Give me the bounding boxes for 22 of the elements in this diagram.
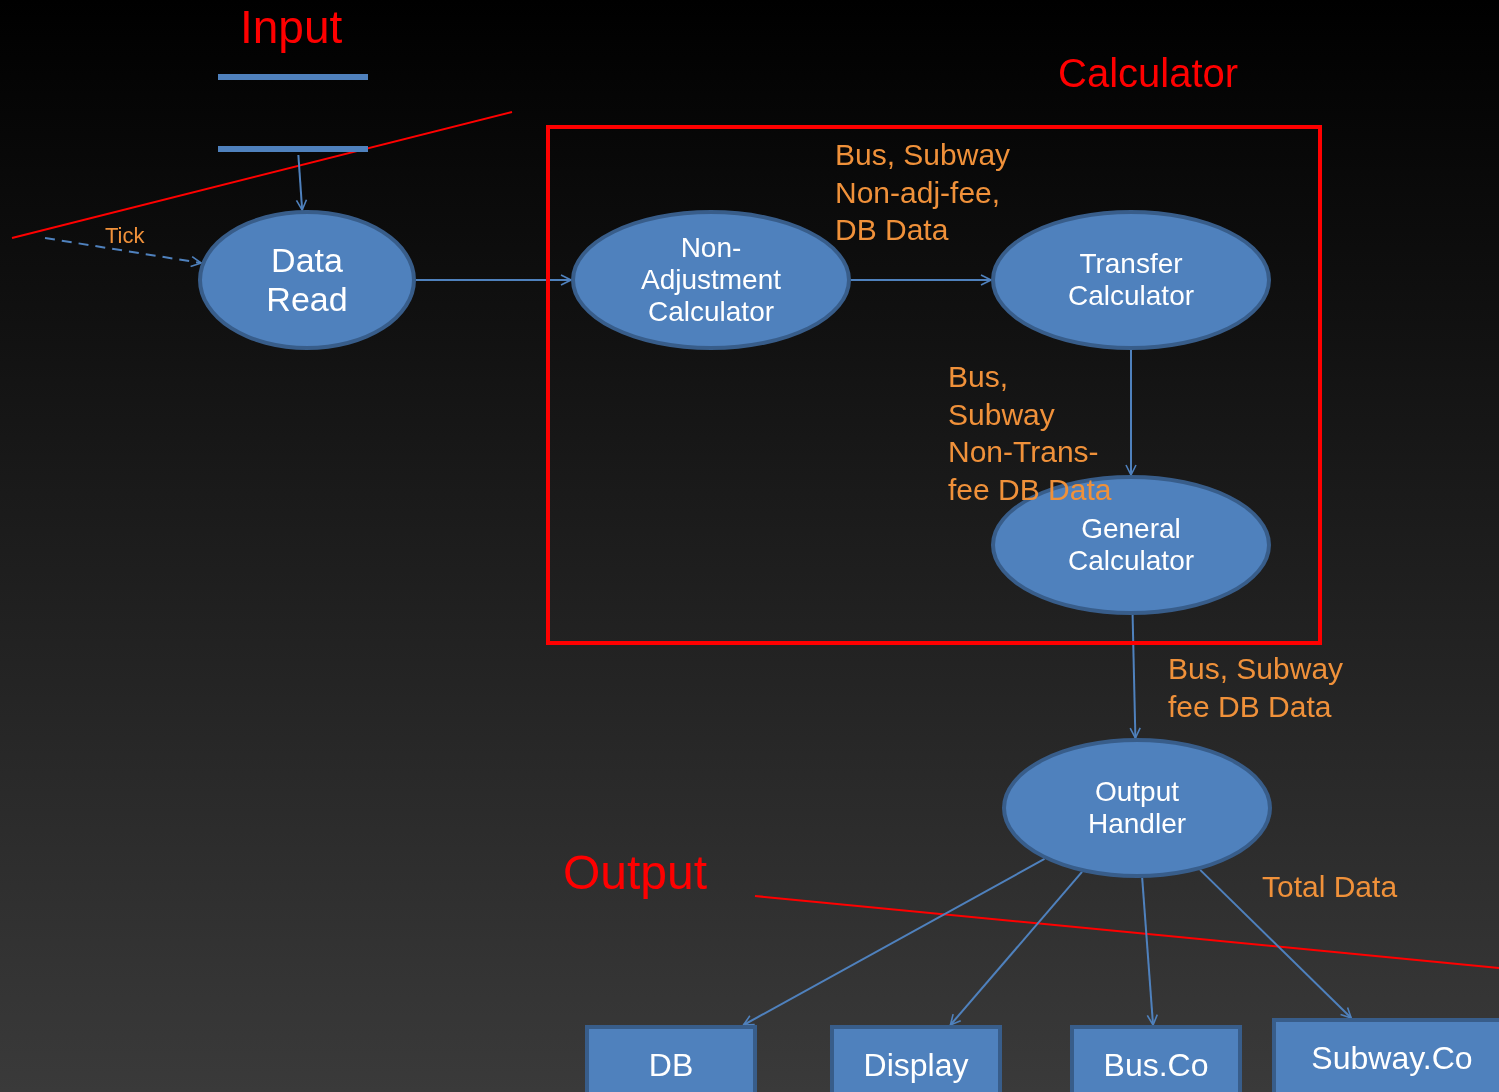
output-box: Subway.Co [1272, 1018, 1499, 1092]
edge-label: Bus, Subway fee DB Data [1168, 651, 1345, 725]
arrow [1199, 868, 1353, 1019]
arrow [415, 274, 572, 286]
process-ellipse: Output Handler [1002, 738, 1272, 878]
process-ellipse: Transfer Calculator [991, 210, 1271, 350]
edge-label: Bus, Subway Non-Trans-fee DB Data [948, 359, 1113, 508]
arrow [742, 858, 1046, 1026]
arrow [1129, 614, 1141, 739]
arrow [949, 870, 1083, 1026]
arrow [1141, 876, 1159, 1026]
process-ellipse: Data Read [198, 210, 416, 350]
output-box: DB [585, 1025, 757, 1092]
arrow [1125, 349, 1137, 476]
arrow [850, 274, 992, 286]
edge-label: Tick [105, 222, 146, 250]
arrow [295, 154, 308, 212]
group-title: Calculator [1058, 51, 1239, 96]
section-title: Output [563, 845, 708, 900]
output-box: Display [830, 1025, 1002, 1092]
section-title: Input [240, 0, 343, 54]
output-box: Bus.Co [1070, 1025, 1242, 1092]
